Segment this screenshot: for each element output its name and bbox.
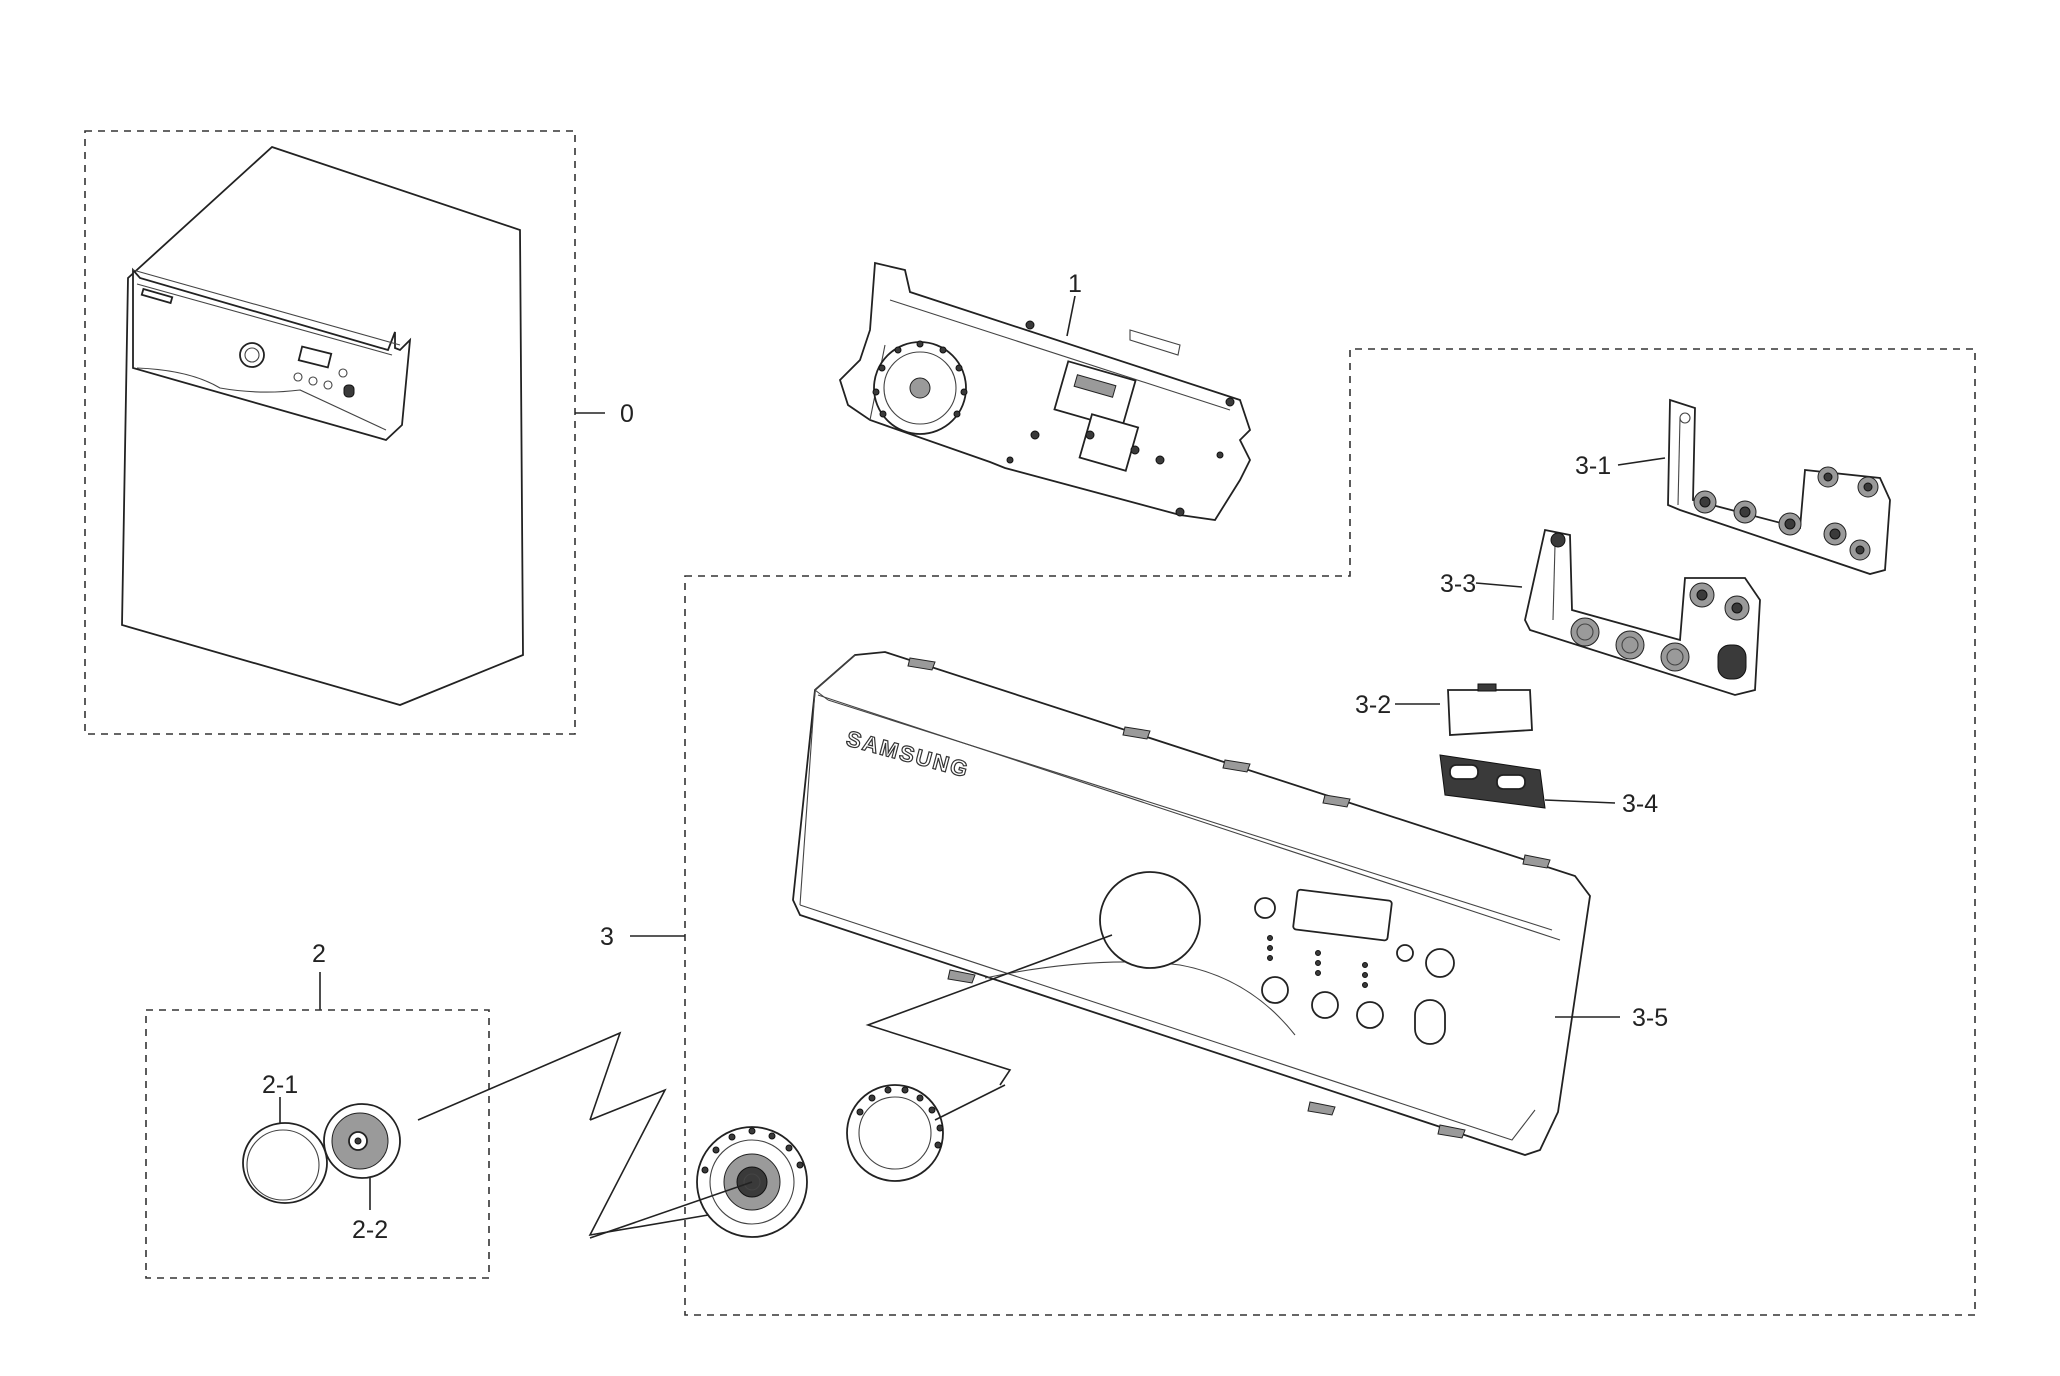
- part-3-4-lightguide: 3-4: [1439, 754, 1658, 818]
- label-3-5: 3-5: [1632, 1004, 1668, 1032]
- label-0: 0: [620, 400, 634, 428]
- part-3-3-keypad: 3-3: [1440, 528, 1761, 696]
- group-3-panel-assembly: 3: [600, 348, 1976, 1316]
- group-2-knob: 2 2-1 2-2: [145, 940, 622, 1279]
- label-3-3: 3-3: [1440, 570, 1476, 598]
- label-3-1: 3-1: [1575, 452, 1611, 480]
- dial-assembly: [588, 934, 1113, 1239]
- label-3: 3: [600, 923, 614, 951]
- label-2-2: 2-2: [352, 1216, 388, 1244]
- label-2-1: 2-1: [262, 1071, 298, 1099]
- label-2: 2: [312, 940, 326, 968]
- label-3-4: 3-4: [1622, 790, 1658, 818]
- part-3-5-panel-frame: SAMSUNG 3-5: [792, 651, 1668, 1156]
- part-3-2-window: 3-2: [1355, 683, 1533, 736]
- part-1-pcb: 1: [838, 261, 1252, 521]
- label-3-2: 3-2: [1355, 691, 1391, 719]
- group-0-washer: 0: [84, 130, 634, 735]
- label-1: 1: [1068, 270, 1082, 298]
- part-3-1-bracket: 3-1: [1575, 398, 1891, 575]
